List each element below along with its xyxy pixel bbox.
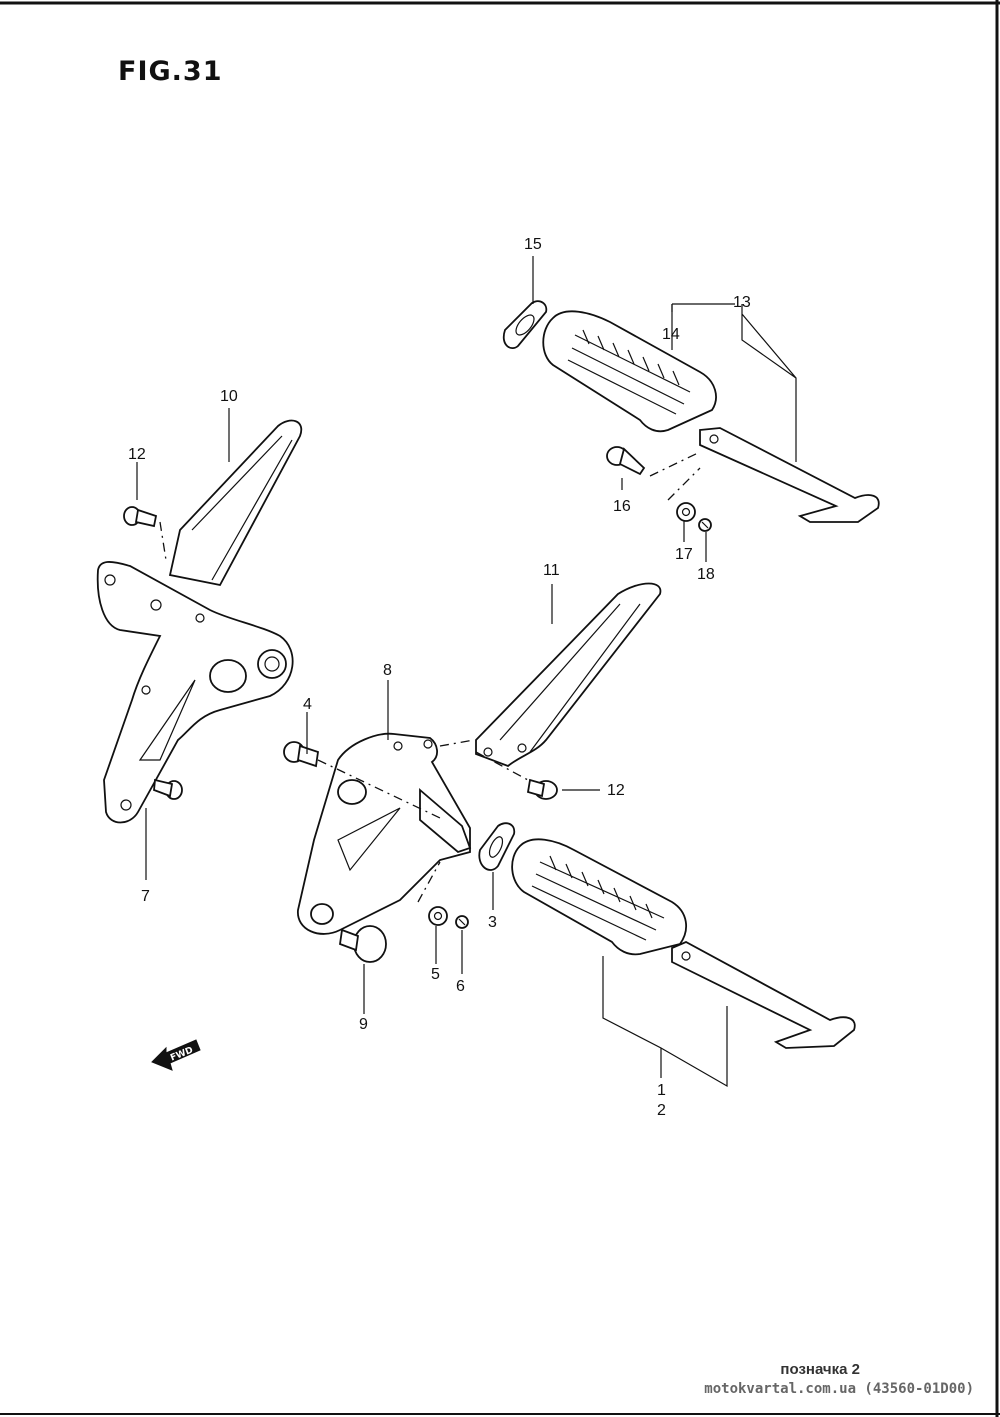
callout-13: 13 — [733, 294, 751, 311]
fwd-arrow-icon: FWD — [151, 1039, 201, 1071]
left-heel-plate — [168, 419, 303, 587]
front-footrest-peg — [671, 941, 856, 1049]
rear-footrest-washer — [502, 300, 548, 350]
front-heel-plate — [475, 582, 662, 768]
rear-pin — [606, 446, 701, 477]
front-screw — [475, 751, 558, 800]
front-bolt — [339, 925, 387, 963]
left-bracket — [96, 561, 294, 824]
front-footrest-rubber — [511, 838, 687, 956]
rear-clip — [698, 518, 712, 532]
callout-3: 3 — [488, 914, 497, 931]
callout-2: 2 — [657, 1102, 666, 1119]
callout-10: 10 — [220, 388, 238, 405]
callout-17: 17 — [675, 546, 693, 563]
rear-assembly-line — [667, 467, 701, 501]
rear-footrest-rubber — [542, 310, 717, 433]
callout-5: 5 — [431, 966, 440, 983]
front-washer-5 — [417, 861, 448, 926]
callout-4: 4 — [303, 696, 312, 713]
callout-14: 14 — [662, 326, 680, 343]
footer-label: позначка 2 — [780, 1361, 860, 1378]
callout-18: 18 — [697, 566, 715, 583]
front-pin — [283, 741, 441, 819]
callout-12-right: 12 — [607, 782, 625, 799]
callout-6: 6 — [456, 978, 465, 995]
callout-7: 7 — [141, 888, 150, 905]
callout-12-left: 12 — [128, 446, 146, 463]
callout-16: 16 — [613, 498, 631, 515]
callout-8: 8 — [383, 662, 392, 679]
callout-1: 1 — [657, 1082, 666, 1099]
front-washer-3 — [478, 822, 516, 871]
front-assembly-line — [439, 739, 475, 747]
callout-11: 11 — [543, 562, 560, 579]
footer-source: motokvartal.com.ua (43560-01D00) — [704, 1381, 974, 1397]
figure-title: FIG.31 — [118, 56, 223, 87]
front-bracket — [297, 732, 472, 935]
front-clip-6 — [455, 915, 469, 929]
left-bolt — [123, 506, 167, 561]
left-pin — [153, 778, 183, 800]
rear-washer — [676, 502, 696, 522]
callout-9: 9 — [359, 1016, 368, 1033]
rear-footrest-peg — [699, 427, 880, 523]
callout-15: 15 — [524, 236, 542, 253]
fwd-arrow-label: FWD — [169, 1045, 195, 1063]
